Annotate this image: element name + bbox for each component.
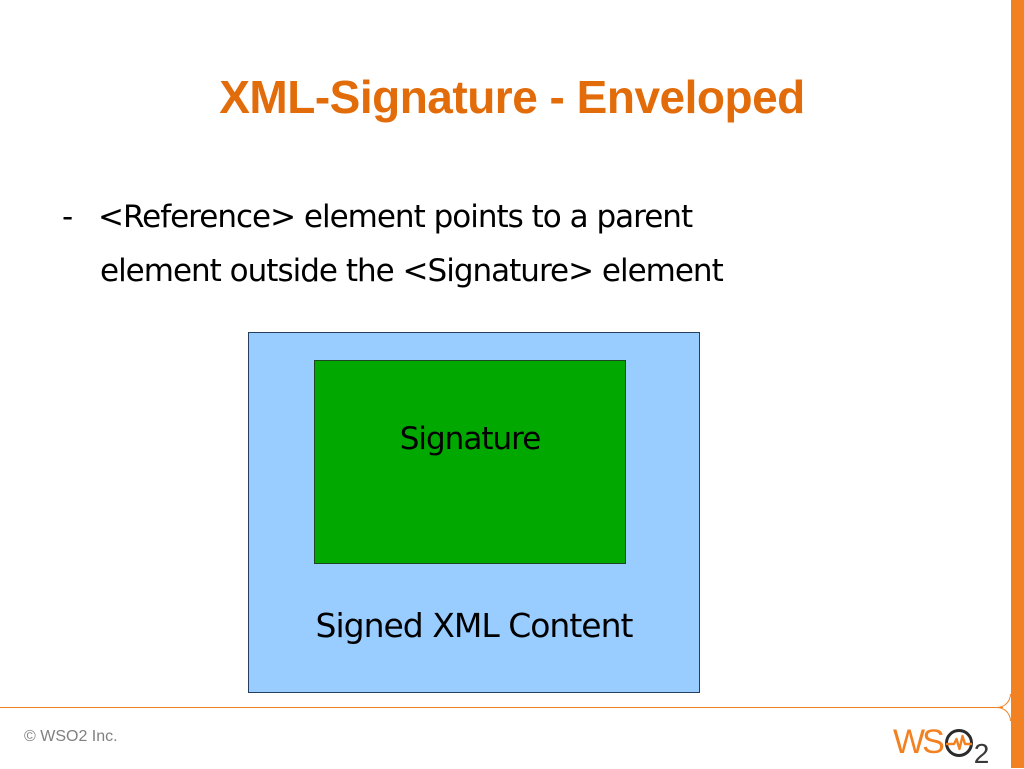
signed-xml-content-label: Signed XML Content: [315, 606, 634, 645]
wso2-logo: WS 2: [893, 712, 1003, 768]
bullet-line-2: element outside the <Signature> element: [100, 253, 724, 289]
logo-text-2: 2: [973, 738, 990, 769]
signature-label: Signature: [399, 421, 542, 457]
footer-divider: [0, 707, 1003, 708]
footer-divider-curve-top: [997, 694, 1011, 708]
bullet-marker: -: [62, 199, 73, 235]
heartbeat-o-icon: [944, 729, 973, 757]
bullet-point: -<Reference> element points to a parent …: [62, 190, 942, 298]
copyright-text: © WSO2 Inc.: [24, 728, 118, 745]
bullet-line-1: -<Reference> element points to a parent: [62, 190, 942, 244]
right-accent-bar: [1011, 0, 1024, 768]
slide-title: XML-Signature - Enveloped: [219, 71, 805, 123]
bullet-text-1: <Reference> element points to a parent: [98, 199, 693, 235]
signature-box: [314, 360, 626, 564]
logo-text-ws: WS: [893, 723, 945, 761]
